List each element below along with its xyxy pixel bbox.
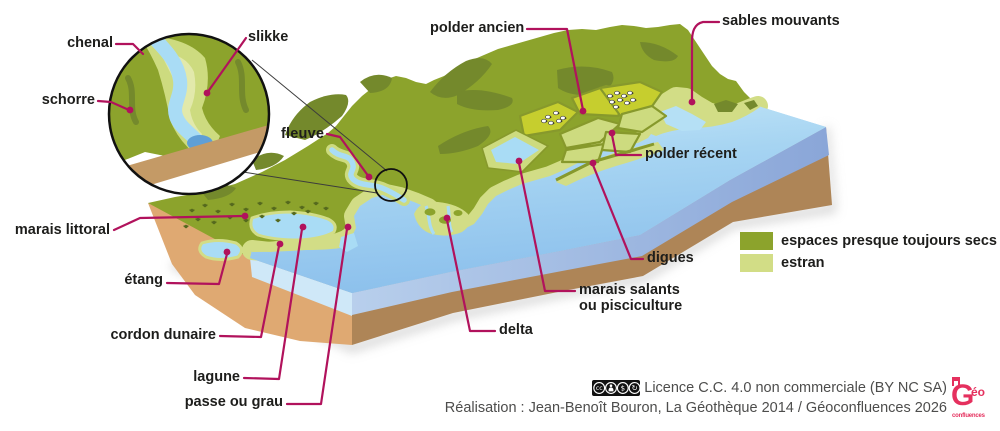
legend-label-dry: espaces presque toujours secs [781, 233, 997, 249]
logo-letter-g: G [951, 379, 975, 412]
base-rock-face [352, 127, 832, 345]
geoconfluences-logo: G éo confluences [951, 377, 987, 425]
label-fleuve: fleuve [281, 126, 325, 142]
label-marais-littoral: marais littoral [14, 222, 110, 238]
sea-side-face [352, 127, 829, 315]
inset-magnifier-circle [107, 32, 271, 196]
label-delta: delta [499, 322, 533, 338]
legend-swatch-dry [740, 232, 773, 250]
sea-redraw [250, 97, 826, 293]
logo-confluences: confluences [952, 413, 985, 419]
label-lagune: lagune [193, 369, 240, 385]
label-passe-ou-grau: passe ou grau [184, 394, 283, 410]
legend-item-dry: espaces presque toujours secs [740, 232, 997, 250]
logo-letters-eo: éo [971, 385, 986, 399]
legend-label-estran: estran [781, 255, 825, 271]
label-slikke: slikke [248, 29, 289, 45]
svg-text:$: $ [621, 384, 625, 392]
legend-swatch-estran [740, 254, 773, 272]
river-fleuve [326, 144, 410, 206]
magnifier-link [242, 59, 388, 194]
water-left-strip [250, 258, 352, 316]
svg-text:cc: cc [596, 385, 603, 392]
label-sables-mouvants: sables mouvants [722, 13, 840, 29]
credit-text: Réalisation : Jean-Benoît Bouron, La Géo… [444, 400, 947, 416]
label-marais-salants-line2: ou pisciculture [579, 298, 683, 314]
sand-left-face [148, 203, 352, 345]
cc-license-icon: cc $ ↻ [592, 380, 641, 396]
magnified-area-circle [374, 168, 408, 202]
label-chenal: chenal [67, 35, 113, 51]
marais-salants-pond [481, 129, 550, 173]
svg-text:↻: ↻ [632, 384, 638, 393]
label-marais-salants-line1: marais salants [579, 282, 680, 298]
label-cordon-dunaire: cordon dunaire [110, 327, 216, 343]
label-digues: digues [647, 250, 694, 266]
coastal-waters [198, 210, 358, 261]
footer-credits: cc $ ↻ Licence C.C. 4.0 non commerciale … [445, 378, 947, 418]
label-etang: étang [124, 272, 163, 288]
leader-dots [126, 89, 696, 256]
leader-lines [96, 20, 721, 406]
sables-inlet [660, 106, 706, 131]
license-text: Licence C.C. 4.0 non commerciale (BY NC … [644, 380, 947, 396]
bay-islands [714, 100, 758, 112]
logo-flag-mark [952, 377, 960, 386]
label-polder-recent: polder récent [645, 146, 737, 162]
label-schorre: schorre [41, 92, 95, 108]
legend-item-estran: estran [740, 254, 997, 272]
label-polder-ancien: polder ancien [430, 20, 525, 36]
legend: espaces presque toujours secs estran [740, 232, 997, 276]
